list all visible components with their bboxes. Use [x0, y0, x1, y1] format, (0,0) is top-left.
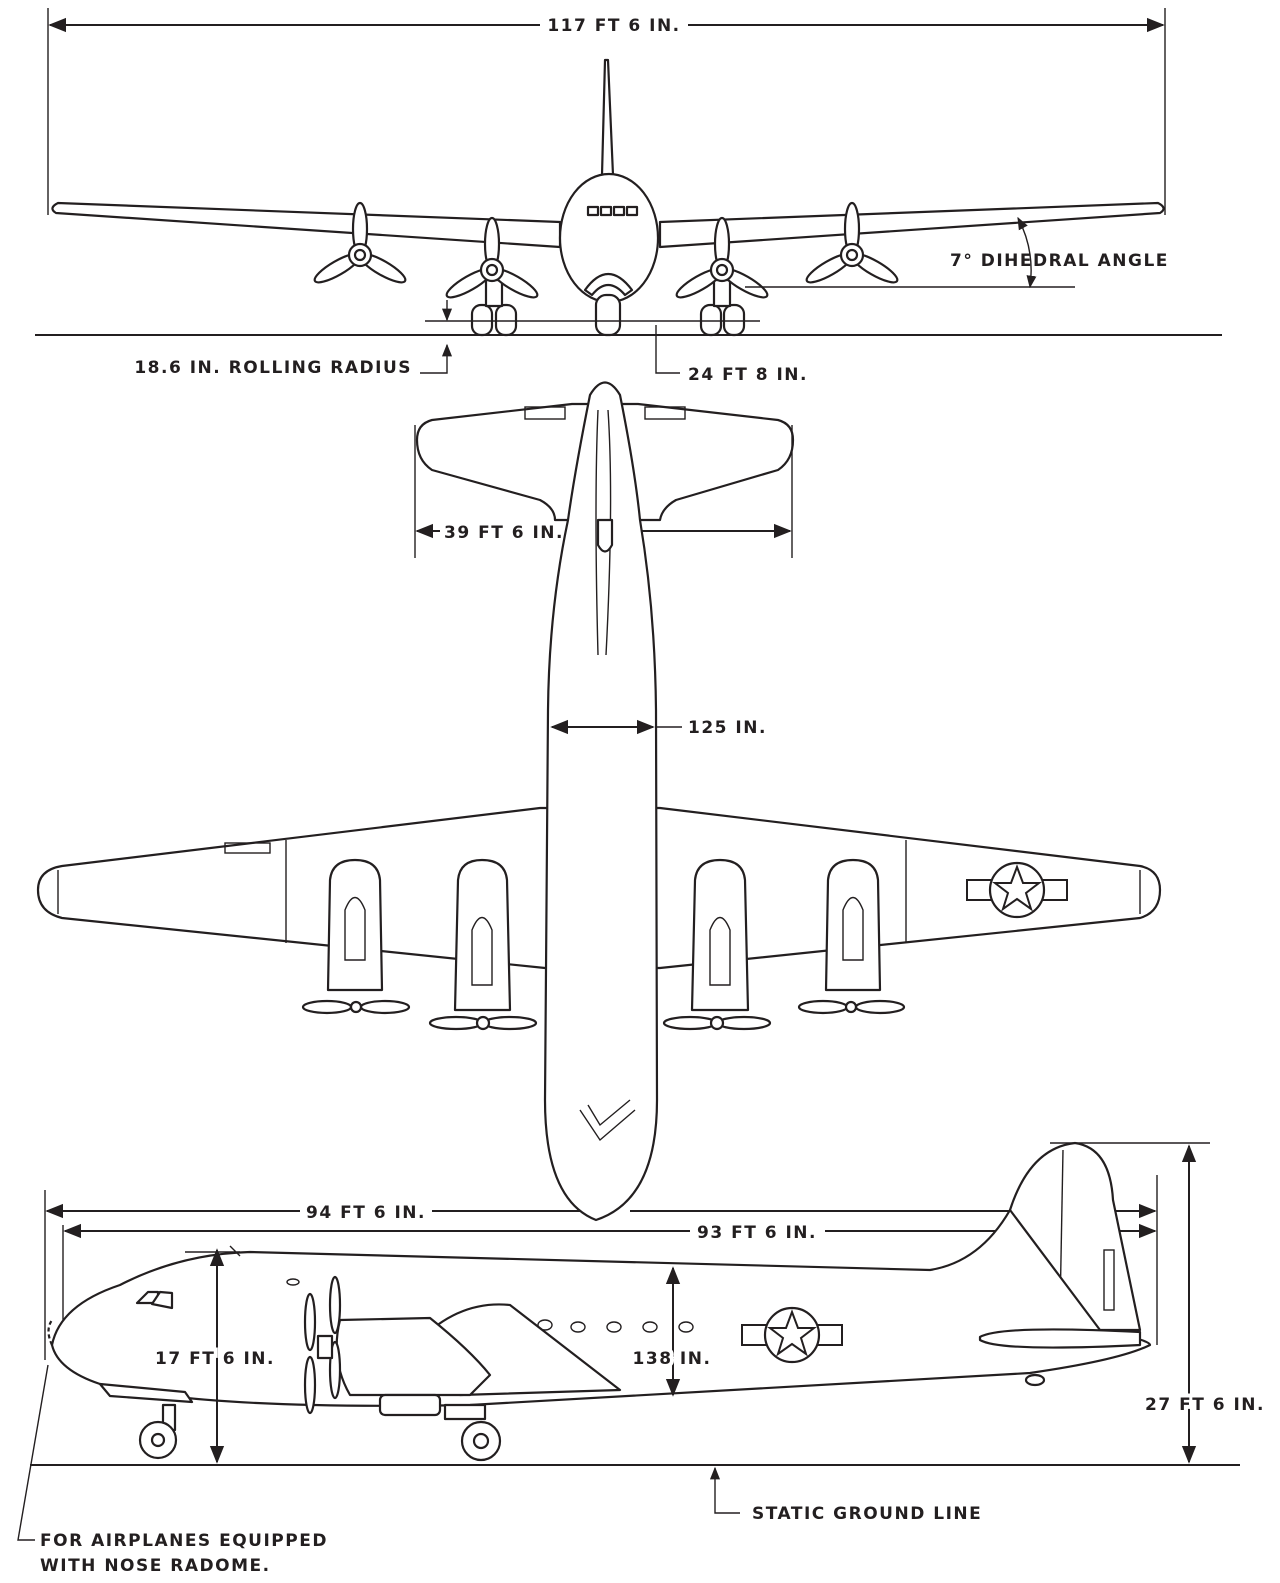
side-view: 94 FT 6 IN. 93 FT 6 IN.: [17, 1141, 1267, 1576]
dihedral-label: 7° DIHEDRAL ANGLE: [950, 251, 1169, 271]
length-label: 93 FT 6 IN.: [697, 1223, 817, 1243]
length-radome-label: 94 FT 6 IN.: [306, 1203, 426, 1223]
front-view: 117 FT 6 IN. 7° DIHEDRAL ANGLE: [35, 8, 1222, 385]
top-fuselage: [543, 381, 659, 1222]
ground-line-note: STATIC GROUND LINE: [752, 1504, 982, 1524]
wing-span-label: 117 FT 6 IN.: [547, 16, 680, 36]
overall-height-label: 27 FT 6 IN.: [1145, 1395, 1265, 1415]
top-view: 39 FT 6 IN. 125 IN.: [36, 381, 1162, 1222]
tread-label: 24 FT 8 IN.: [688, 365, 808, 385]
fuselage-height-label: 138 IN.: [633, 1349, 712, 1369]
fuselage-width-label: 125 IN.: [688, 718, 767, 738]
prop-height-label: 17 FT 6 IN.: [155, 1349, 275, 1369]
radome-note-line1: FOR AIRPLANES EQUIPPED: [40, 1531, 328, 1551]
stabilizer-span-label: 39 FT 6 IN.: [444, 523, 564, 543]
rolling-radius-label: 18.6 IN. ROLLING RADIUS: [134, 358, 412, 378]
radome-note-line2: WITH NOSE RADOME.: [40, 1556, 271, 1576]
